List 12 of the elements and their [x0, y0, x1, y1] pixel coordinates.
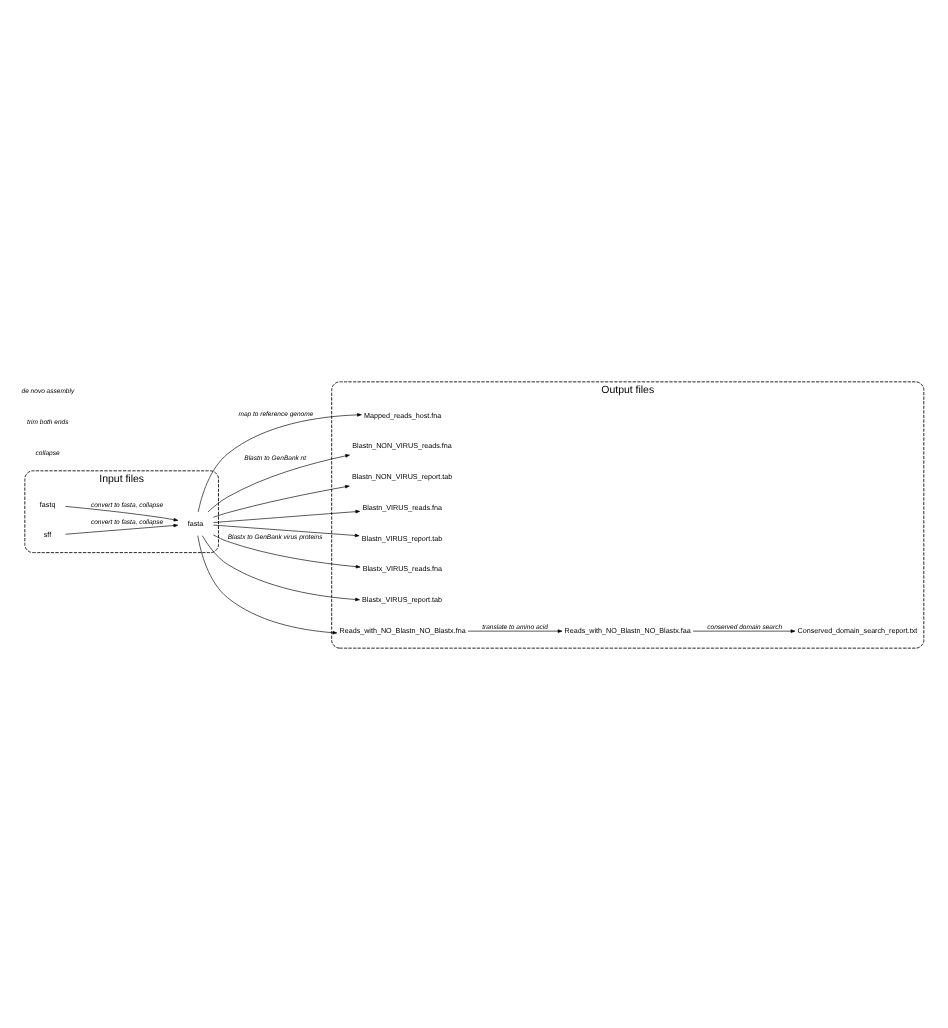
- arrow: [692, 628, 796, 632]
- arrow: [213, 523, 360, 537]
- arrow: [197, 534, 338, 634]
- arrow: [467, 628, 563, 632]
- arrow: [65, 522, 179, 534]
- arrow: [207, 453, 350, 512]
- arrow: [213, 533, 361, 568]
- arrow: [65, 505, 179, 521]
- arrow: [213, 484, 350, 517]
- arrow: [202, 534, 360, 601]
- arrow: [213, 508, 361, 522]
- arrow: [197, 412, 362, 512]
